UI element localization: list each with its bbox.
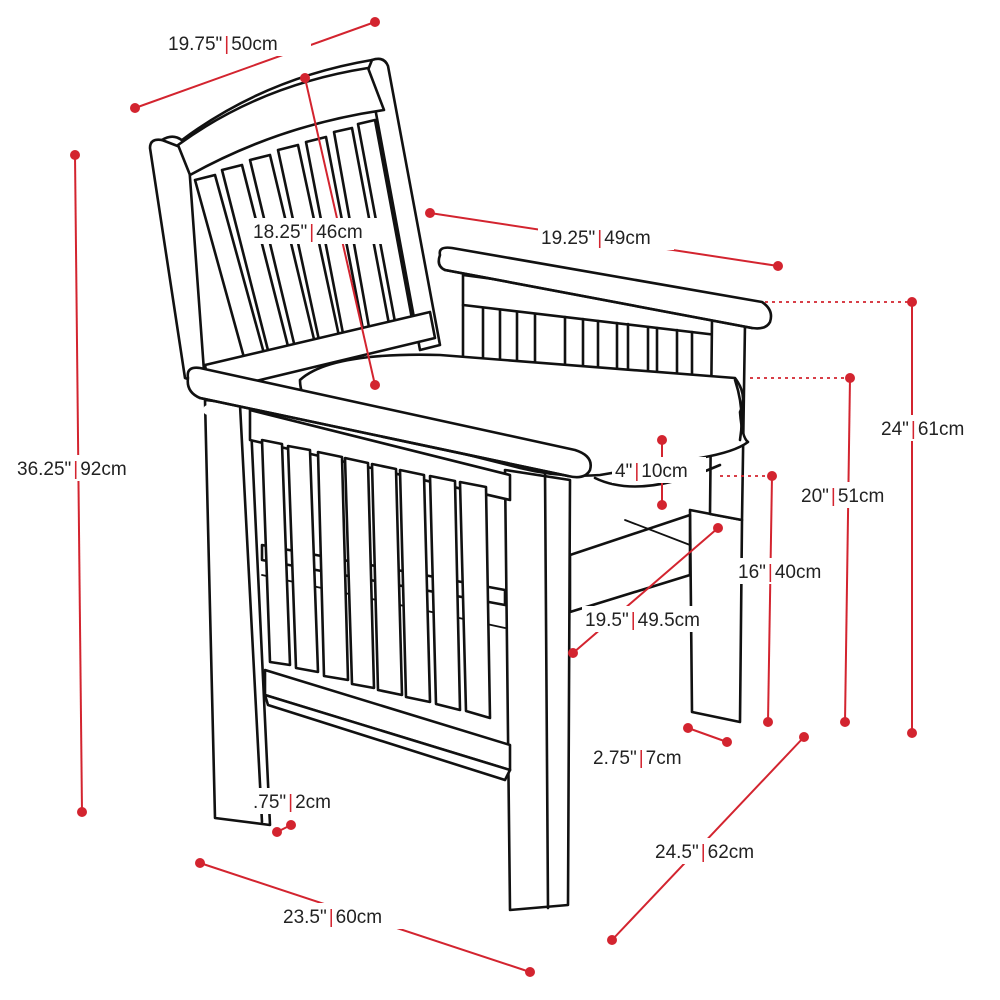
label-seat-depth: 19.5"|49.5cm	[585, 610, 700, 631]
label-back-height: 18.25"|46cm	[253, 222, 363, 243]
label-arm-height: 24"|61cm	[881, 419, 964, 440]
dimension-lines	[70, 17, 917, 977]
label-seat-height: 16"|40cm	[738, 562, 821, 583]
label-overall-height: 36.25"|92cm	[17, 459, 127, 480]
label-seat-top-height: 20"|51cm	[801, 486, 884, 507]
label-leg-inset: .75"|2cm	[253, 792, 331, 813]
chair-illustration	[148, 57, 773, 912]
label-leg-width: 2.75"|7cm	[593, 748, 682, 769]
label-backgrounds	[14, 30, 990, 929]
label-overall-width: 23.5"|60cm	[283, 907, 382, 928]
label-overall-depth: 24.5"|62cm	[655, 842, 754, 863]
dimension-labels: 19.75"|50cm 18.25"|46cm 19.25"|49cm 36.2…	[17, 34, 964, 928]
label-seat-width: 19.25"|49cm	[541, 228, 651, 249]
label-cushion-thickness: 4"|10cm	[615, 461, 688, 482]
label-back-width: 19.75"|50cm	[168, 34, 278, 55]
